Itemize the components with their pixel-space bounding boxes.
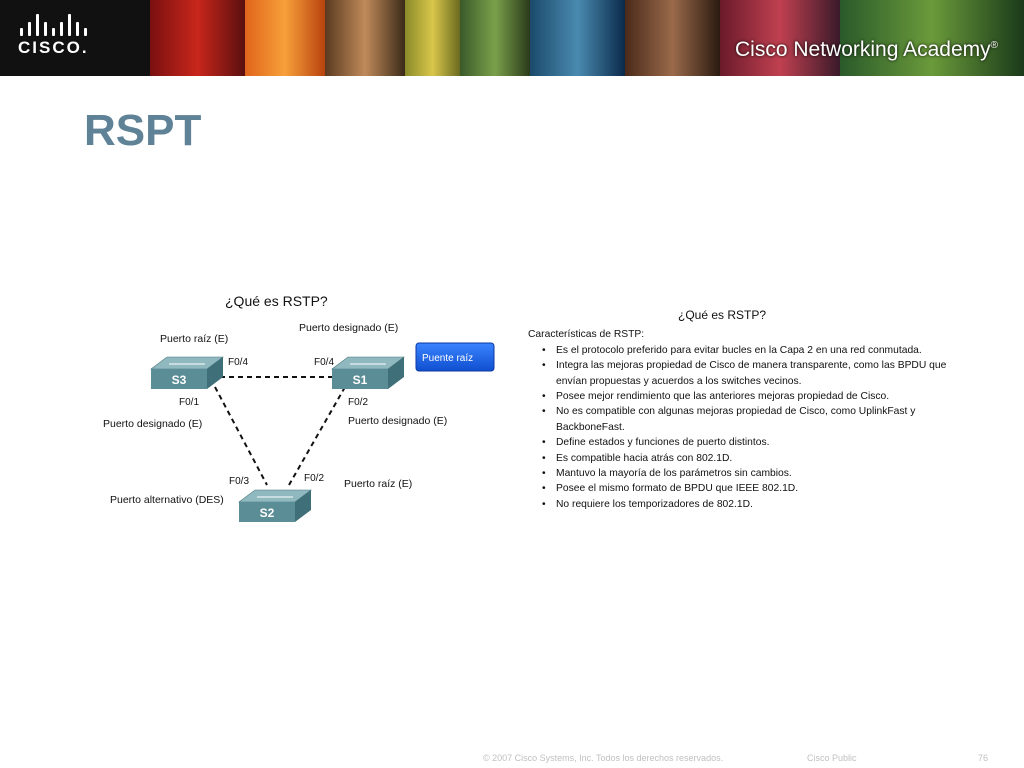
list-item: Integra las mejoras propiedad de Cisco d…: [542, 358, 968, 389]
port-label-s1-f04: F0/4: [314, 357, 334, 368]
rstp-info-panel: ¿Qué es RSTP? Características de RSTP: E…: [528, 308, 968, 513]
banner-photo: [325, 0, 405, 76]
network-diagram: ¿Qué es RSTP? S3 S1 S2 Puente raíz F0/4 …: [103, 293, 495, 522]
info-panel-title: ¿Qué es RSTP?: [678, 308, 767, 322]
switch-s2-front: [239, 502, 295, 522]
banner-photo: [460, 0, 530, 76]
switch-s1-front: [332, 369, 388, 389]
port-label-s3-f01: F0/1: [179, 397, 199, 408]
registered-mark: ®: [990, 40, 998, 51]
banner-photo: [625, 0, 720, 76]
banner-photo: [530, 0, 625, 76]
role-label-s2-root-port: Puerto raíz (E): [344, 478, 412, 490]
banner-photo: [150, 0, 245, 76]
port-label-s3-f04: F0/4: [228, 357, 248, 368]
banner-photo: [720, 0, 840, 76]
diagram-title: ¿Qué es RSTP?: [225, 293, 328, 309]
cisco-bridge-icon: [20, 14, 94, 36]
info-panel-subtitle: Características de RSTP:: [528, 329, 645, 341]
root-bridge-box: Puente raíz: [415, 342, 495, 372]
list-item: Mantuvo la mayoría de los parámetros sin…: [542, 466, 968, 482]
list-item: Es el protocolo preferido para evitar bu…: [542, 343, 968, 359]
list-item: No requiere los temporizadores de 802.1D…: [542, 497, 968, 513]
cisco-logo: CISCO.: [18, 14, 98, 64]
role-label-s3-designated: Puerto designado (E): [103, 418, 202, 430]
role-label-s2-alternate: Puerto alternativo (DES): [110, 494, 224, 506]
list-item: Posee el mismo formato de BPDU que IEEE …: [542, 481, 968, 497]
list-item: Es compatible hacia atrás con 802.1D.: [542, 451, 968, 467]
switch-s1-side: [388, 357, 404, 389]
link-s3-s2: [214, 386, 268, 486]
link-s1-s2: [288, 386, 346, 486]
banner-photo: [405, 0, 460, 76]
role-label-s1-designated-top: Puerto designado (E): [299, 322, 398, 334]
port-label-s2-f03: F0/3: [229, 476, 249, 487]
header-banner: CISCO. Cisco Networking Academy®: [0, 0, 1024, 76]
switch-s3-label: S3: [172, 373, 187, 387]
switch-s2-label: S2: [260, 506, 275, 520]
switch-s1-label: S1: [353, 373, 368, 387]
switch-s1[interactable]: S1: [331, 356, 405, 389]
banner-photo: [245, 0, 325, 76]
switch-s3-front: [151, 369, 207, 389]
port-label-s1-f02: F0/2: [348, 397, 368, 408]
role-label-s3-root-port: Puerto raíz (E): [160, 333, 228, 345]
root-bridge-label: Puente raíz: [422, 353, 473, 364]
rstp-features-list: Es el protocolo preferido para evitar bu…: [528, 343, 968, 513]
footer-copyright: © 2007 Cisco Systems, Inc. Todos los der…: [483, 753, 724, 763]
footer-classification: Cisco Public: [807, 753, 857, 763]
switch-s2-side: [295, 490, 311, 522]
root-bridge-badge: [415, 342, 495, 372]
list-item: Posee mejor rendimiento que las anterior…: [542, 389, 968, 405]
academy-title: Cisco Networking Academy®: [735, 38, 998, 62]
switch-s3[interactable]: S3: [150, 356, 224, 389]
academy-title-text: Cisco Networking Academy: [735, 38, 991, 61]
list-item: No es compatible con algunas mejoras pro…: [542, 404, 968, 435]
port-label-s2-f02: F0/2: [304, 473, 324, 484]
cisco-logo-text: CISCO.: [18, 38, 89, 57]
switch-s3-side: [207, 357, 223, 389]
role-label-s1-designated: Puerto designado (E): [348, 415, 447, 427]
slide-title: RSPT: [84, 106, 202, 155]
footer-page-number: 76: [978, 753, 989, 763]
switch-s2[interactable]: S2: [238, 489, 312, 522]
banner-photo: [840, 0, 1024, 76]
list-item: Define estados y funciones de puerto dis…: [542, 435, 968, 451]
